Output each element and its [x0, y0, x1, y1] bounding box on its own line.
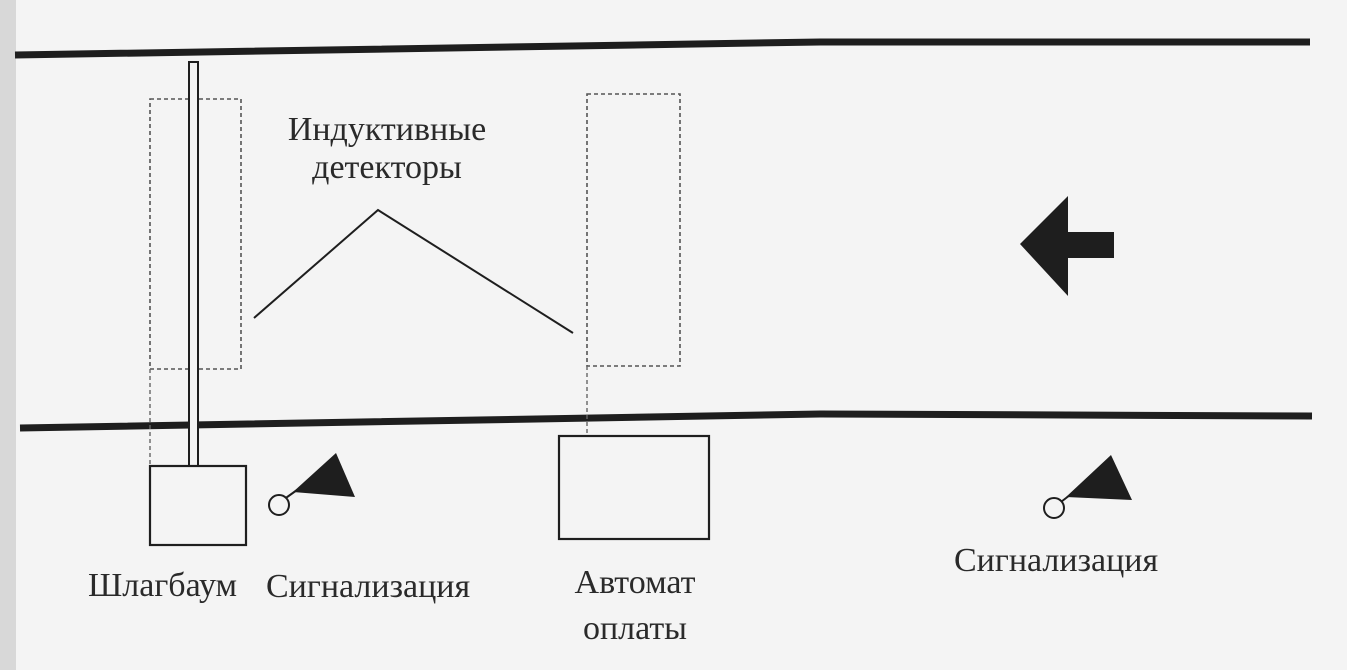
- traffic-signal-icon: [1043, 455, 1132, 519]
- barrier-arm: [188, 61, 199, 467]
- barrier-label: Шлагбаум: [88, 567, 238, 604]
- signal-left-label: Сигнализация: [266, 568, 471, 605]
- page-edge-shadow: [0, 0, 16, 670]
- road-bottom-edge: [19, 410, 1313, 432]
- road-top-edge: [14, 38, 1310, 59]
- detector-loop-right: [586, 93, 681, 367]
- payment-label-line2: оплаты: [582, 610, 688, 647]
- payment-label-line1: Автомат: [574, 564, 696, 601]
- detectors-pointer: [253, 208, 574, 334]
- left-arrow-icon: [1020, 196, 1114, 296]
- detectors-label-line2: детекторы: [312, 149, 462, 186]
- traffic-signal-icon: [268, 453, 355, 516]
- payment-machine-box: [557, 434, 711, 541]
- barrier-box: [148, 464, 248, 547]
- signal-right-label: Сигнализация: [954, 542, 1159, 579]
- detectors-label-line1: Индуктивные: [287, 111, 487, 148]
